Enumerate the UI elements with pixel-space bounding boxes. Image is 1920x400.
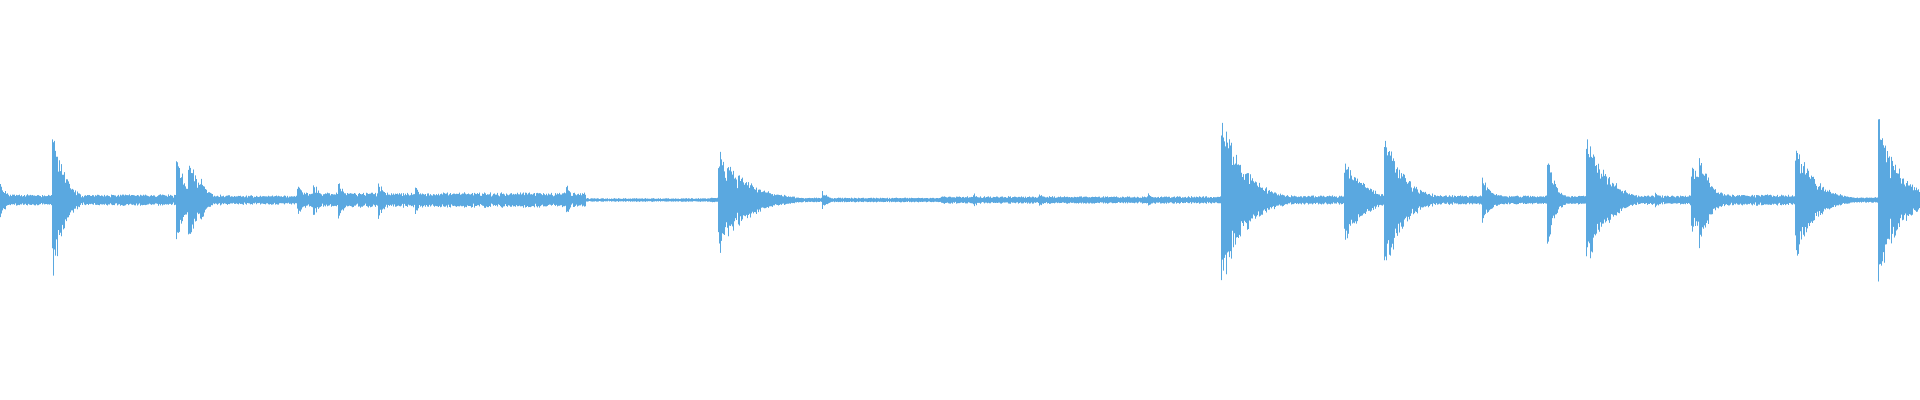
waveform-path xyxy=(0,119,1920,282)
